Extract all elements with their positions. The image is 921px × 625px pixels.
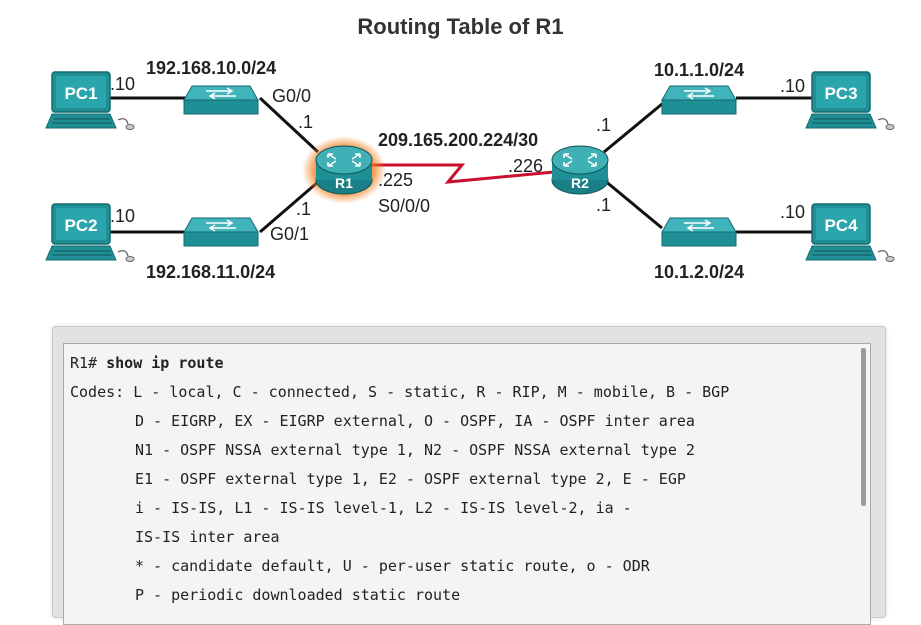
r1-wan-ip: .225 xyxy=(378,170,413,190)
r2-wan-ip: .226 xyxy=(508,156,543,176)
serial-link xyxy=(372,163,555,184)
terminal-prompt: R1# xyxy=(70,354,107,372)
r1-g01-name: G0/1 xyxy=(270,224,309,244)
link-r2-switch-top xyxy=(603,102,663,154)
pc1-icon[interactable]: PC1 xyxy=(45,71,135,131)
terminal-command: show ip route xyxy=(106,354,224,372)
pc3-icon[interactable]: PC3 xyxy=(805,71,895,131)
terminal-line: P - periodic downloaded static route xyxy=(135,586,461,604)
diagram-title: Routing Table of R1 xyxy=(357,14,564,39)
terminal-line: E1 - OSPF external type 1, E2 - OSPF ext… xyxy=(135,470,686,488)
terminal-line: i - IS-IS, L1 - IS-IS level-1, L2 - IS-I… xyxy=(135,499,632,517)
terminal-line: Codes: L - local, C - connected, S - sta… xyxy=(70,383,730,401)
terminal-command-line: R1# show ip route xyxy=(70,349,729,378)
terminal-line: * - candidate default, U - per-user stat… xyxy=(135,557,650,575)
network-label-lan-r2-top: 10.1.1.0/24 xyxy=(654,60,744,80)
terminal-output[interactable]: R1# show ip route Codes: L - local, C - … xyxy=(63,343,871,625)
r1-g00-ip: .1 xyxy=(298,112,313,132)
terminal-line: IS-IS inter area xyxy=(135,528,280,546)
r2-label: R2 xyxy=(571,175,589,191)
pc4-host-ip: .10 xyxy=(780,202,805,222)
pc3-label: PC3 xyxy=(824,84,857,103)
network-label-lan-r1-g00: 192.168.10.0/24 xyxy=(146,58,276,78)
terminal-panel: R1# show ip route Codes: L - local, C - … xyxy=(52,326,886,625)
link-switch-r1-g01 xyxy=(259,180,319,234)
switch-r2-top-icon[interactable] xyxy=(661,85,737,115)
pc2-label: PC2 xyxy=(64,216,97,235)
r1-label: R1 xyxy=(335,175,353,191)
network-label-lan-r1-g01: 192.168.11.0/24 xyxy=(146,262,275,282)
r2-bottom-ip: .1 xyxy=(596,195,611,215)
switch-r1-g00-icon[interactable] xyxy=(183,85,259,115)
pc3-host-ip: .10 xyxy=(780,76,805,96)
pc2-icon[interactable]: PC2 xyxy=(45,203,135,263)
pc4-icon[interactable]: PC4 xyxy=(805,203,895,263)
terminal-line: D - EIGRP, EX - EIGRP external, O - OSPF… xyxy=(135,412,695,430)
terminal-line: N1 - OSPF NSSA external type 1, N2 - OSP… xyxy=(135,441,695,459)
network-label-wan: 209.165.200.224/30 xyxy=(378,130,538,150)
r1-g00-name: G0/0 xyxy=(272,86,311,106)
pc4-label: PC4 xyxy=(824,216,858,235)
pc1-host-ip: .10 xyxy=(110,74,135,94)
r1-wan-name: S0/0/0 xyxy=(378,196,430,216)
switch-r2-bottom-icon[interactable] xyxy=(661,217,737,247)
r1-g01-ip: .1 xyxy=(296,199,311,219)
r2-top-ip: .1 xyxy=(596,115,611,135)
terminal-scrollbar[interactable] xyxy=(861,348,866,506)
network-label-lan-r2-bottom: 10.1.2.0/24 xyxy=(654,262,744,282)
link-r2-switch-bottom xyxy=(603,178,663,230)
switch-r1-g01-icon[interactable] xyxy=(183,217,259,247)
pc2-host-ip: .10 xyxy=(110,206,135,226)
link-switch-r1-g00 xyxy=(258,96,320,154)
pc1-label: PC1 xyxy=(64,84,97,103)
network-topology: PC1 PC2 PC3 PC4 R1 R2 192.168.10.0/24 19… xyxy=(45,58,895,282)
r2-router-icon[interactable]: R2 xyxy=(551,145,609,195)
r1-router-icon[interactable]: R1 xyxy=(315,145,373,195)
